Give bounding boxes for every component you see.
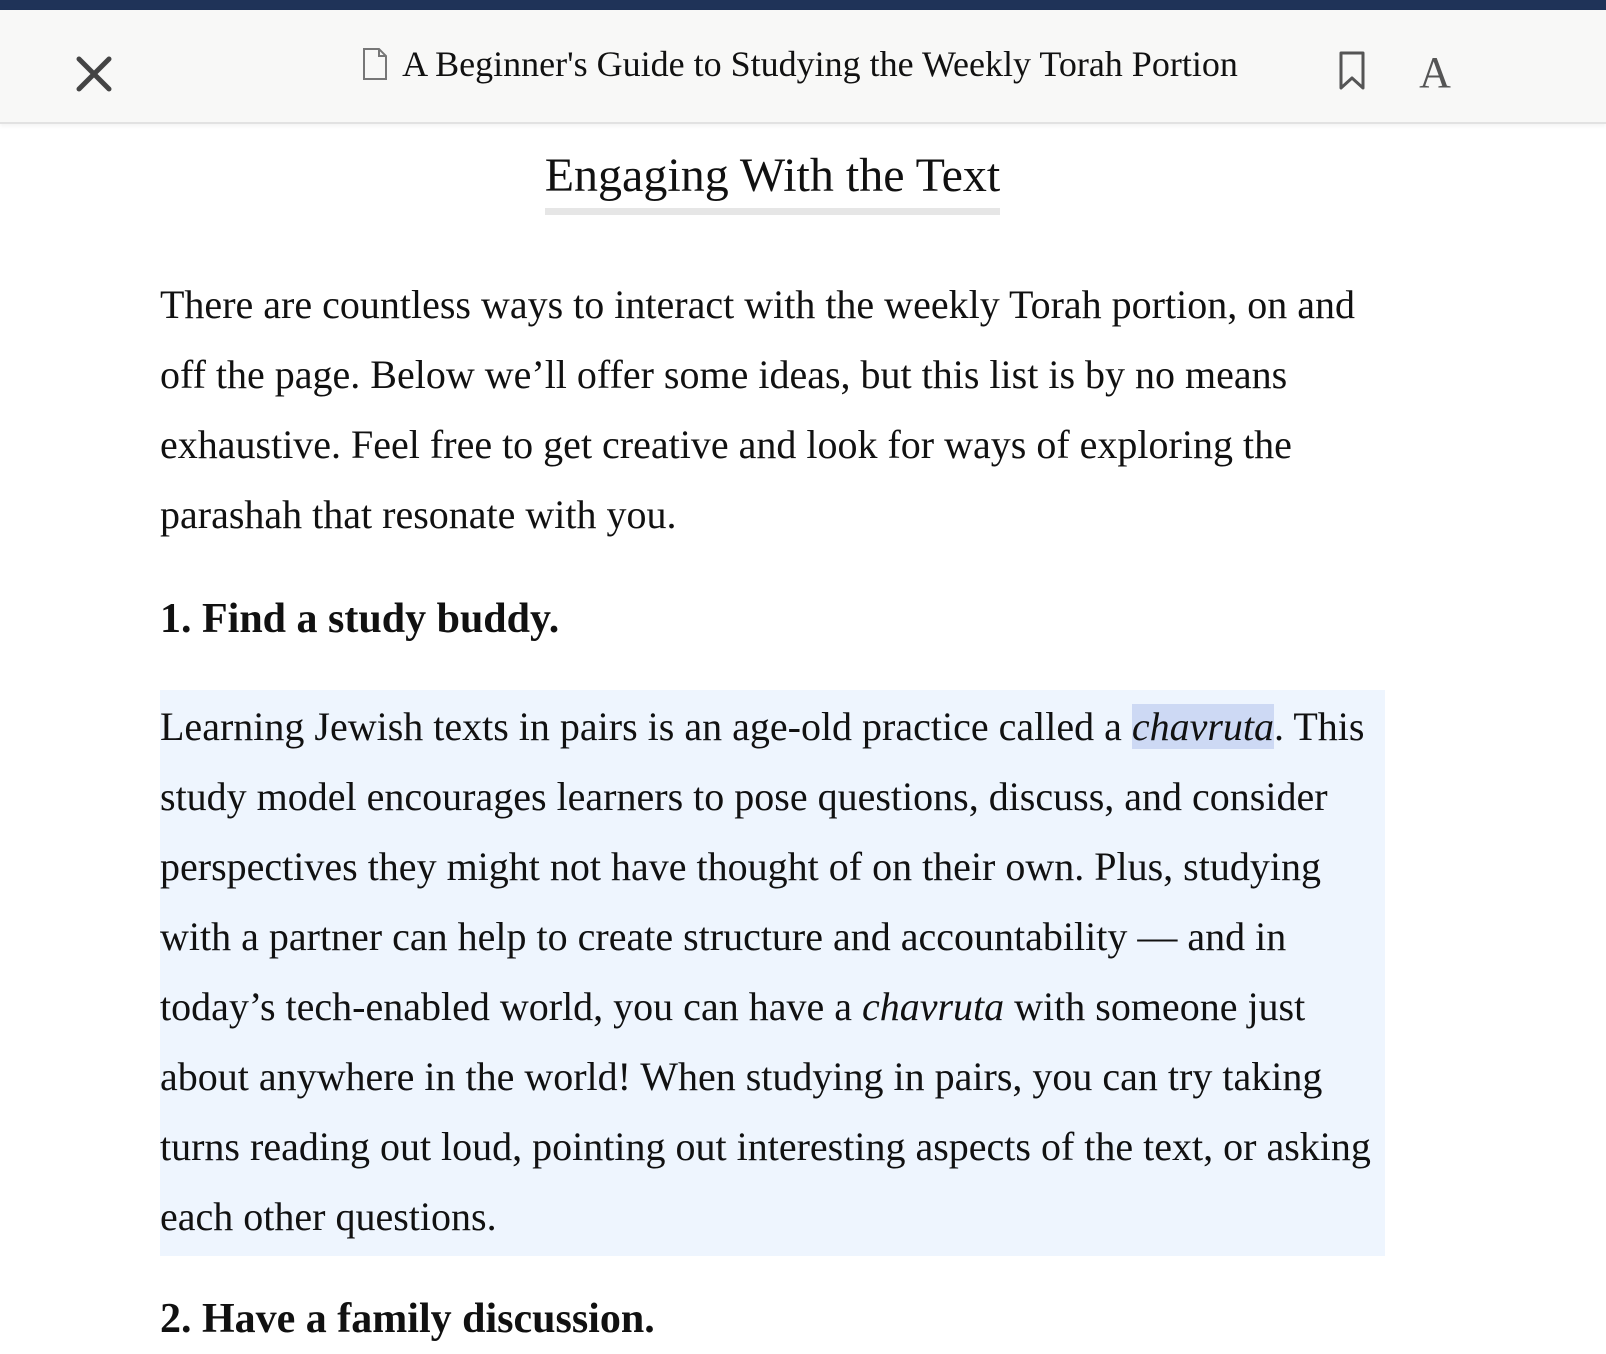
highlighted-paragraph[interactable]: Learning Jewish texts in pairs is an age… xyxy=(160,690,1385,1256)
step-2-heading: 2. Have a family discussion. xyxy=(160,1296,655,1342)
section-title-wrap: Engaging With the Text xyxy=(0,144,1545,215)
step-1-paragraph[interactable]: Learning Jewish texts in pairs is an age… xyxy=(160,692,1385,1252)
intro-paragraph: There are countless ways to interact wit… xyxy=(160,282,1355,537)
reader-header: A Beginner's Guide to Studying the Weekl… xyxy=(0,10,1606,124)
document-icon xyxy=(362,47,388,81)
font-size-button[interactable]: A xyxy=(1405,44,1465,100)
paragraph-text-part: with someone just about anywhere in the … xyxy=(160,984,1371,1239)
step-1-heading: 1. Find a study buddy. xyxy=(160,596,560,642)
bookmark-icon xyxy=(1339,51,1365,96)
document-title: A Beginner's Guide to Studying the Weekl… xyxy=(402,44,1238,84)
top-accent-bar xyxy=(0,0,1606,10)
selected-term[interactable]: chavruta xyxy=(1131,704,1275,749)
font-size-icon: A xyxy=(1419,47,1451,97)
close-button[interactable] xyxy=(66,48,122,104)
bookmark-button[interactable] xyxy=(1330,48,1374,98)
paragraph-text-part: Learning Jewish texts in pairs is an age… xyxy=(160,704,1132,749)
paragraph-text-part: . This study model encourages learners t… xyxy=(160,704,1365,1029)
close-icon xyxy=(75,55,113,98)
article-body: There are countless ways to interact wit… xyxy=(160,270,1385,1354)
section-title: Engaging With the Text xyxy=(544,144,1001,215)
document-title-bar: A Beginner's Guide to Studying the Weekl… xyxy=(300,40,1300,88)
italic-term: chavruta xyxy=(861,984,1005,1029)
